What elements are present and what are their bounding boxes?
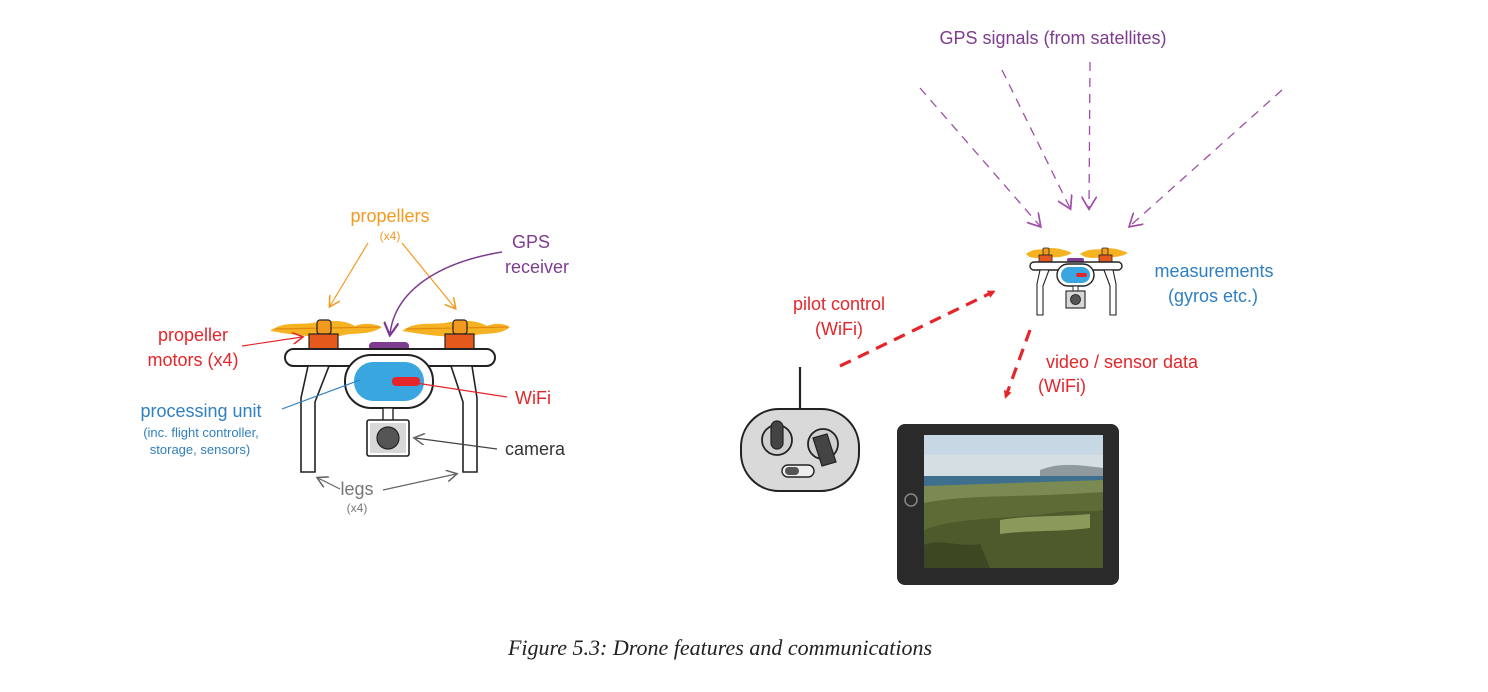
legs-label: legs bbox=[340, 479, 373, 499]
wifi-label: WiFi bbox=[515, 388, 551, 408]
processing-unit-sub1: (inc. flight controller, bbox=[143, 425, 259, 440]
camera-label: camera bbox=[505, 439, 566, 459]
gps-receiver-label-line1: GPS bbox=[512, 232, 550, 252]
video-data-label-line1: video / sensor data bbox=[1046, 352, 1199, 372]
gps-signal-arrows bbox=[919, 61, 1283, 226]
leg-right bbox=[449, 365, 478, 473]
camera-lens bbox=[376, 426, 400, 450]
left-annotation-arrows bbox=[241, 242, 508, 491]
tablet-home-button bbox=[904, 493, 918, 507]
motors-label-line1: propeller bbox=[158, 325, 228, 345]
motor-right bbox=[444, 333, 475, 350]
motor-left bbox=[308, 333, 339, 350]
remote-controller bbox=[740, 367, 860, 492]
leg-left bbox=[300, 365, 331, 473]
video-data-label-line2: (WiFi) bbox=[1038, 376, 1086, 396]
small-drone bbox=[1026, 247, 1128, 316]
wifi-module bbox=[392, 377, 420, 386]
figure-caption: Figure 5.3: Drone features and communica… bbox=[507, 635, 933, 660]
measurements-label-line2: (gyros etc.) bbox=[1168, 286, 1258, 306]
pilot-control-arrow bbox=[839, 290, 996, 368]
tablet bbox=[897, 424, 1119, 585]
gps-receiver-label-line2: receiver bbox=[505, 257, 569, 277]
measurements-label-line1: measurements bbox=[1154, 261, 1273, 281]
processing-unit-label: processing unit bbox=[140, 401, 261, 421]
processing-unit-sub2: storage, sensors) bbox=[150, 442, 250, 457]
pilot-control-label-line1: pilot control bbox=[793, 294, 885, 314]
left-drone bbox=[270, 319, 510, 473]
pilot-control-label-line2: (WiFi) bbox=[815, 319, 863, 339]
gps-signals-label: GPS signals (from satellites) bbox=[939, 28, 1166, 48]
video-data-arrow bbox=[1003, 329, 1032, 399]
propellers-label: propellers bbox=[350, 206, 429, 226]
motors-label-line2: motors (x4) bbox=[147, 350, 238, 370]
propellers-count-label: (x4) bbox=[380, 229, 401, 243]
legs-count-label: (x4) bbox=[347, 501, 368, 515]
